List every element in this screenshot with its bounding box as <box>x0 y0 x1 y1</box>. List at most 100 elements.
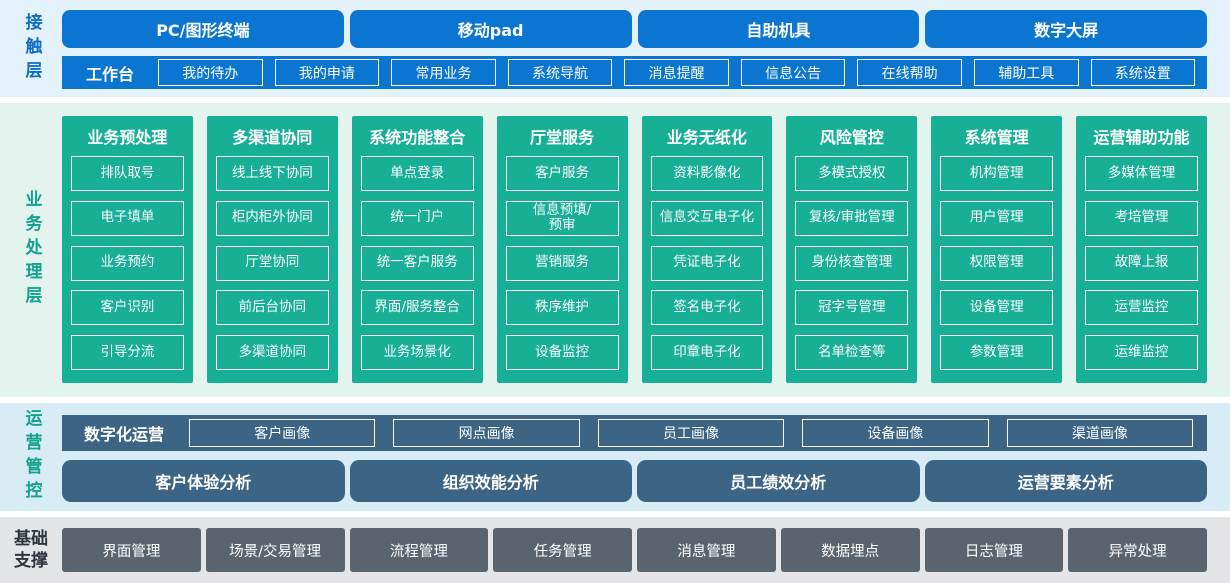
foundation-module: 数据埋点 <box>780 528 920 572</box>
device-box: 移动pad <box>349 10 632 48</box>
contact-layer-band: 接触层 PC/图形终端 移动pad 自助机具 数字大屏 工作台 我的待 <box>0 0 1230 97</box>
business-column-items: 客户服务 信息预填/ 预审 营销服务 秩序维护 设备监控 <box>505 156 619 370</box>
business-module: 统一客户服务 <box>360 245 474 281</box>
workbench-item: 消息提醒 <box>624 59 729 86</box>
business-module: 多渠道协同 <box>215 335 329 370</box>
business-module: 秩序维护 <box>505 290 619 326</box>
business-module: 界面/服务整合 <box>360 290 474 326</box>
portrait-items: 客户画像 网点画像 员工画像 设备画像 渠道画像 <box>189 419 1194 447</box>
portrait-box: 网点画像 <box>393 419 580 447</box>
business-module: 客户识别 <box>71 290 184 326</box>
business-module: 运营监控 <box>1085 290 1198 326</box>
business-module: 用户管理 <box>940 200 1054 236</box>
band-separator <box>0 511 1230 517</box>
business-column: 业务无纸化 资料影像化 信息交互电子化 凭证电子化 签名电子化 <box>641 116 773 383</box>
foundation-label: 基础 支撑 <box>14 528 48 571</box>
foundation-module: 场景/交易管理 <box>205 528 345 572</box>
business-column: 业务预处理 排队取号 电子填单 业务预约 客户识别 <box>62 116 193 383</box>
business-column-title: 多渠道协同 <box>232 128 313 147</box>
analysis-row: 客户体验分析 组织效能分析 员工绩效分析 运营要素分析 <box>62 460 1207 502</box>
business-column-title: 系统管理 <box>964 128 1029 147</box>
foundation-items: 界面管理 场景/交易管理 流程管理 任务管理 消息管理 数据埋点 日志管理 异常… <box>62 528 1207 572</box>
business-module: 排队取号 <box>71 156 184 191</box>
business-module: 前后台协同 <box>215 290 329 326</box>
analysis-box: 运营要素分析 <box>924 460 1207 502</box>
workbench-item: 信息公告 <box>740 59 846 86</box>
business-column-title: 系统功能整合 <box>369 128 466 147</box>
portrait-box: 员工画像 <box>597 419 785 447</box>
operations-band: 运营管控 数字化运营 客户画像 网点画像 员工画像 设备画像 渠道画像 <box>0 403 1230 511</box>
business-column-items: 单点登录 统一门户 统一客户服务 界面/服务整合 业务场景化 <box>360 156 474 370</box>
business-module: 多模式授权 <box>795 156 909 191</box>
contact-layer-label-zone: 接触层 <box>0 0 62 97</box>
business-column: 厅堂服务 客户服务 信息预填/ 预审 营销服务 秩序维护 <box>496 116 628 383</box>
business-column: 系统功能整合 单点登录 统一门户 统一客户服务 界面/服务整合 <box>351 116 483 383</box>
workbench-item: 我的申请 <box>274 59 380 86</box>
business-module: 复核/审批管理 <box>795 200 909 236</box>
band-separator <box>0 397 1230 403</box>
business-column-items: 资料影像化 信息交互电子化 凭证电子化 签名电子化 印章电子化 <box>650 156 764 370</box>
foundation-module: 异常处理 <box>1068 528 1207 572</box>
foundation-module: 消息管理 <box>637 528 776 572</box>
business-column: 多渠道协同 线上线下协同 柜内柜外协同 厅堂协同 前后台协同 <box>206 116 338 383</box>
device-box: PC/图形终端 <box>62 10 344 48</box>
business-column-items: 多模式授权 复核/审批管理 身份核查管理 冠字号管理 名单检查等 <box>795 156 909 370</box>
business-module: 名单检查等 <box>795 335 909 370</box>
digital-operations-label: 数字化运营 <box>83 425 164 444</box>
device-box: 数字大屏 <box>925 10 1207 48</box>
workbench-item: 系统设置 <box>1090 59 1196 86</box>
business-module: 信息交互电子化 <box>650 200 764 236</box>
business-module: 多媒体管理 <box>1085 156 1198 191</box>
business-column: 风险管控 多模式授权 复核/审批管理 身份核查管理 冠字号管理 <box>786 116 918 383</box>
business-module: 设备监控 <box>505 335 619 370</box>
foundation-band: 基础 支撑 界面管理 场景/交易管理 流程管理 任务管理 消息管理 数据埋点 日… <box>0 517 1230 583</box>
business-module: 单点登录 <box>360 156 474 191</box>
business-module: 签名电子化 <box>650 290 764 326</box>
business-module: 故障上报 <box>1085 245 1198 281</box>
business-column-items: 多媒体管理 考培管理 故障上报 运营监控 运维监控 <box>1085 156 1198 370</box>
business-layer-label-zone: 业务处理层 <box>0 103 62 397</box>
foundation-module: 流程管理 <box>349 528 489 572</box>
business-module: 印章电子化 <box>650 335 764 370</box>
business-module: 参数管理 <box>940 335 1054 370</box>
business-module: 客户服务 <box>505 156 619 191</box>
portrait-box: 渠道画像 <box>1006 419 1194 447</box>
digital-operations-bar: 数字化运营 客户画像 网点画像 员工画像 设备画像 渠道画像 <box>62 415 1207 451</box>
business-module: 业务场景化 <box>360 335 474 370</box>
business-module: 考培管理 <box>1085 200 1198 236</box>
workbench-item: 我的待办 <box>158 59 263 86</box>
foundation-label-zone: 基础 支撑 <box>0 517 62 583</box>
business-column-title: 风险管控 <box>819 128 884 147</box>
business-layer-label: 业务处理层 <box>21 190 42 310</box>
foundation-module: 界面管理 <box>62 528 201 572</box>
business-module: 运维监控 <box>1085 335 1198 370</box>
workbench-label: 工作台 <box>85 64 134 84</box>
business-module: 柜内柜外协同 <box>215 200 329 236</box>
analysis-box: 客户体验分析 <box>62 460 345 502</box>
analysis-box: 员工绩效分析 <box>637 460 920 502</box>
operations-label-zone: 运营管控 <box>0 403 62 511</box>
portrait-box: 客户画像 <box>189 419 376 447</box>
business-column: 系统管理 机构管理 用户管理 权限管理 设备管理 <box>931 116 1063 383</box>
portrait-box: 设备画像 <box>802 419 989 447</box>
business-column-items: 线上线下协同 柜内柜外协同 厅堂协同 前后台协同 多渠道协同 <box>215 156 329 370</box>
business-module: 统一门户 <box>360 200 474 236</box>
business-column-items: 机构管理 用户管理 权限管理 设备管理 参数管理 <box>940 156 1054 370</box>
business-layer-band: 业务处理层 业务预处理 排队取号 电子填单 业务预 <box>0 103 1230 397</box>
business-module: 电子填单 <box>71 200 184 236</box>
business-column-title: 业务预处理 <box>87 128 168 147</box>
workbench-item: 在线帮助 <box>857 59 962 86</box>
business-module: 厅堂协同 <box>215 245 329 281</box>
analysis-box: 组织效能分析 <box>349 460 632 502</box>
band-separator <box>0 97 1230 103</box>
business-module: 设备管理 <box>940 290 1054 326</box>
business-module: 冠字号管理 <box>795 290 909 326</box>
workbench-items: 我的待办 我的申请 常用业务 系统导航 消息提醒 信息公告 在线帮助 辅助工具 <box>158 59 1196 86</box>
business-module: 引导分流 <box>71 335 184 370</box>
business-module: 营销服务 <box>505 245 619 281</box>
workbench-bar: 工作台 我的待办 我的申请 常用业务 系统导航 消息提醒 信息公告 <box>62 56 1207 89</box>
business-column-title: 运营辅助功能 <box>1093 128 1190 147</box>
business-module: 线上线下协同 <box>215 156 329 191</box>
business-column-title: 厅堂服务 <box>530 128 595 147</box>
contact-layer-label: 接触层 <box>21 12 42 85</box>
